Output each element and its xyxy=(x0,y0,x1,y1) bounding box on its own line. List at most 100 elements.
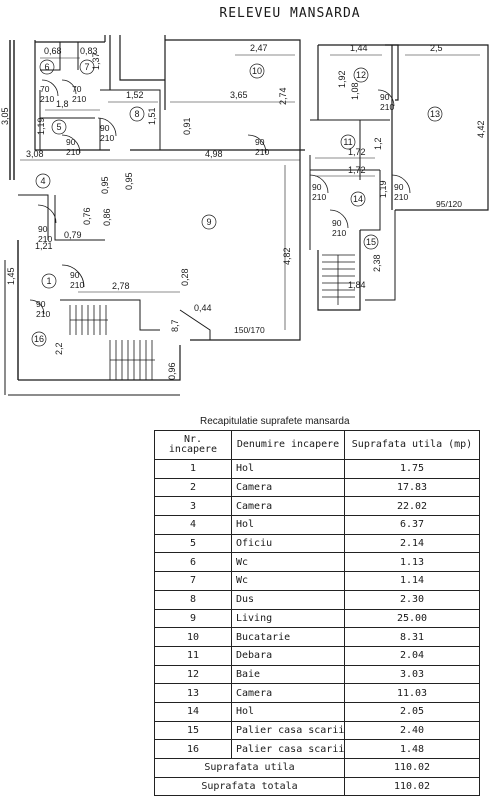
room-number-circle xyxy=(51,119,67,135)
room-number-circle xyxy=(41,273,57,289)
dimension-label: 1,21 xyxy=(35,241,53,251)
room-number-circle xyxy=(129,106,145,122)
room-number: 12 xyxy=(356,70,366,80)
dimension-label: 0,79 xyxy=(64,230,82,240)
dimension-label: 2,74 xyxy=(278,87,288,105)
room-number-circle xyxy=(350,191,366,207)
door-arcs xyxy=(29,79,411,315)
cell-area: 2.40 xyxy=(344,720,480,741)
dimension-label: 1,72 xyxy=(348,165,366,175)
cell-area: 25.00 xyxy=(344,608,480,629)
room-number-circle xyxy=(363,234,379,250)
dimension-label: 2,2 xyxy=(54,342,64,355)
cell-area: 17.83 xyxy=(344,477,480,498)
total-label: Suprafata utila xyxy=(154,758,345,778)
total-value: 110.02 xyxy=(344,776,480,797)
dimension-label: 1,08 xyxy=(350,82,360,100)
cell-area: 6.37 xyxy=(344,515,480,535)
cell-name: Bucatarie xyxy=(231,627,345,647)
dimension-label: 0,83 xyxy=(80,46,98,56)
cell-name: Wc xyxy=(231,552,345,573)
dimension-label: 1,19 xyxy=(36,117,46,135)
room-number: 1 xyxy=(46,276,51,286)
cell-nr: 8 xyxy=(154,589,232,610)
cell-nr: 3 xyxy=(154,496,232,517)
cell-name: Camera xyxy=(231,477,345,498)
cell-nr: 7 xyxy=(154,571,232,591)
cell-nr: 4 xyxy=(154,515,232,535)
cell-name: Living xyxy=(231,608,345,629)
cell-area: 8.31 xyxy=(344,627,480,647)
cell-area: 1.13 xyxy=(344,552,480,573)
cell-nr: 5 xyxy=(154,533,232,554)
dimension-label: 1,52 xyxy=(126,90,144,100)
dimension-label: 0,28 xyxy=(180,268,190,286)
dimension-label: 1,45 xyxy=(6,267,16,285)
cell-name: Wc xyxy=(231,571,345,591)
door-label: 150/170 xyxy=(234,325,265,335)
page-title: RELEVEU MANSARDA xyxy=(219,6,361,21)
room-number-circle xyxy=(340,134,356,150)
room-number-circle xyxy=(427,106,443,122)
dimension-label: 1,8 xyxy=(56,99,69,109)
room-number: 8 xyxy=(134,109,139,119)
dimension-label: 0,95 xyxy=(124,172,134,190)
table-header-row: Nr. incapere Denumire incapere Suprafata… xyxy=(154,430,480,460)
room-number: 11 xyxy=(343,137,352,147)
dimension-label: 0,76 xyxy=(82,207,92,225)
dimension-label: 1,72 xyxy=(348,147,366,157)
room-number-circle xyxy=(201,214,217,230)
cell-area: 2.04 xyxy=(344,645,480,666)
room-number-circle xyxy=(353,67,369,83)
room-number-circle xyxy=(35,173,51,189)
room-number: 10 xyxy=(252,66,262,76)
dimension-label: 0,68 xyxy=(44,46,62,56)
dimension-label: 1,2 xyxy=(373,137,383,150)
cell-name: Palier casa scarii xyxy=(231,720,345,741)
cell-nr: 12 xyxy=(154,664,232,685)
walls xyxy=(4,35,489,396)
cell-name: Hol xyxy=(231,515,345,535)
dimension-label: 3,65 xyxy=(230,90,248,100)
table-caption: Recapitulatie suprafete mansarda xyxy=(200,416,350,427)
cell-nr: 14 xyxy=(154,701,232,722)
room-number: 9 xyxy=(206,217,211,227)
cell-area: 1.14 xyxy=(344,571,480,591)
dimension-label: 2,78 xyxy=(112,281,130,291)
cell-name: Hol xyxy=(231,701,345,722)
cell-nr: 15 xyxy=(154,720,232,741)
room-number-circle xyxy=(79,59,95,75)
room-number: 6 xyxy=(44,62,49,72)
total-value: 110.02 xyxy=(344,758,480,778)
room-number-circle xyxy=(39,59,55,75)
cell-nr: 13 xyxy=(154,683,232,703)
dimension-label: 2,38 xyxy=(372,254,382,272)
door-label: 95/120 xyxy=(436,199,462,209)
cell-area: 2.30 xyxy=(344,589,480,610)
cell-name: Dus xyxy=(231,589,345,610)
header-nr: Nr. incapere xyxy=(154,430,232,460)
dimension-label: 1,51 xyxy=(147,107,157,125)
